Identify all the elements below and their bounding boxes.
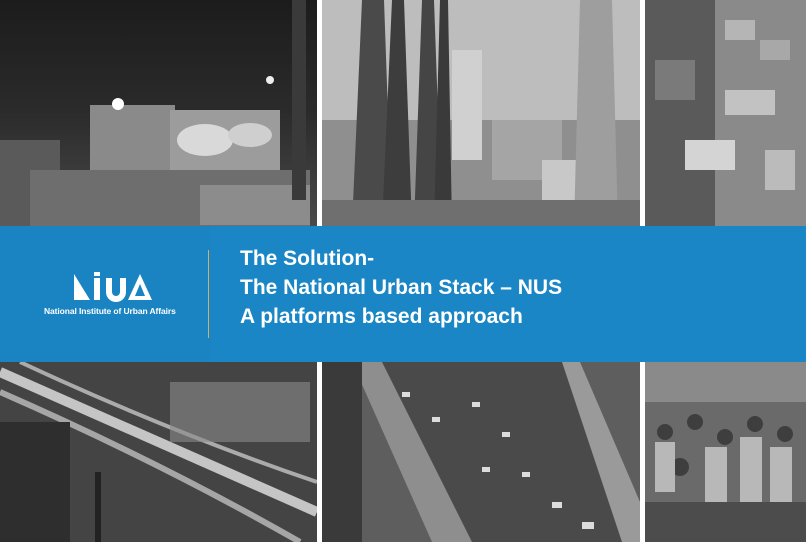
title-line-1: The Solution- — [240, 247, 375, 270]
night-city-street-photo — [0, 0, 317, 226]
title-line-2: The National Urban Stack – NUS — [240, 276, 563, 299]
title-line-3: A platforms based approach — [240, 305, 523, 328]
traffic-light-trails-photo — [0, 362, 317, 542]
page-title: The Solution- The National Urban Stack –… — [240, 244, 780, 331]
bridge-cables-skyline-photo — [322, 0, 640, 226]
logo-caption: National Institute of Urban Affairs — [44, 306, 176, 316]
divider — [208, 250, 209, 338]
niua-logo — [44, 270, 184, 320]
crowd-market-photo — [645, 362, 806, 542]
old-buildings-photo — [645, 0, 806, 226]
logo-panel — [0, 226, 210, 362]
flyover-highway-photo — [322, 362, 640, 542]
